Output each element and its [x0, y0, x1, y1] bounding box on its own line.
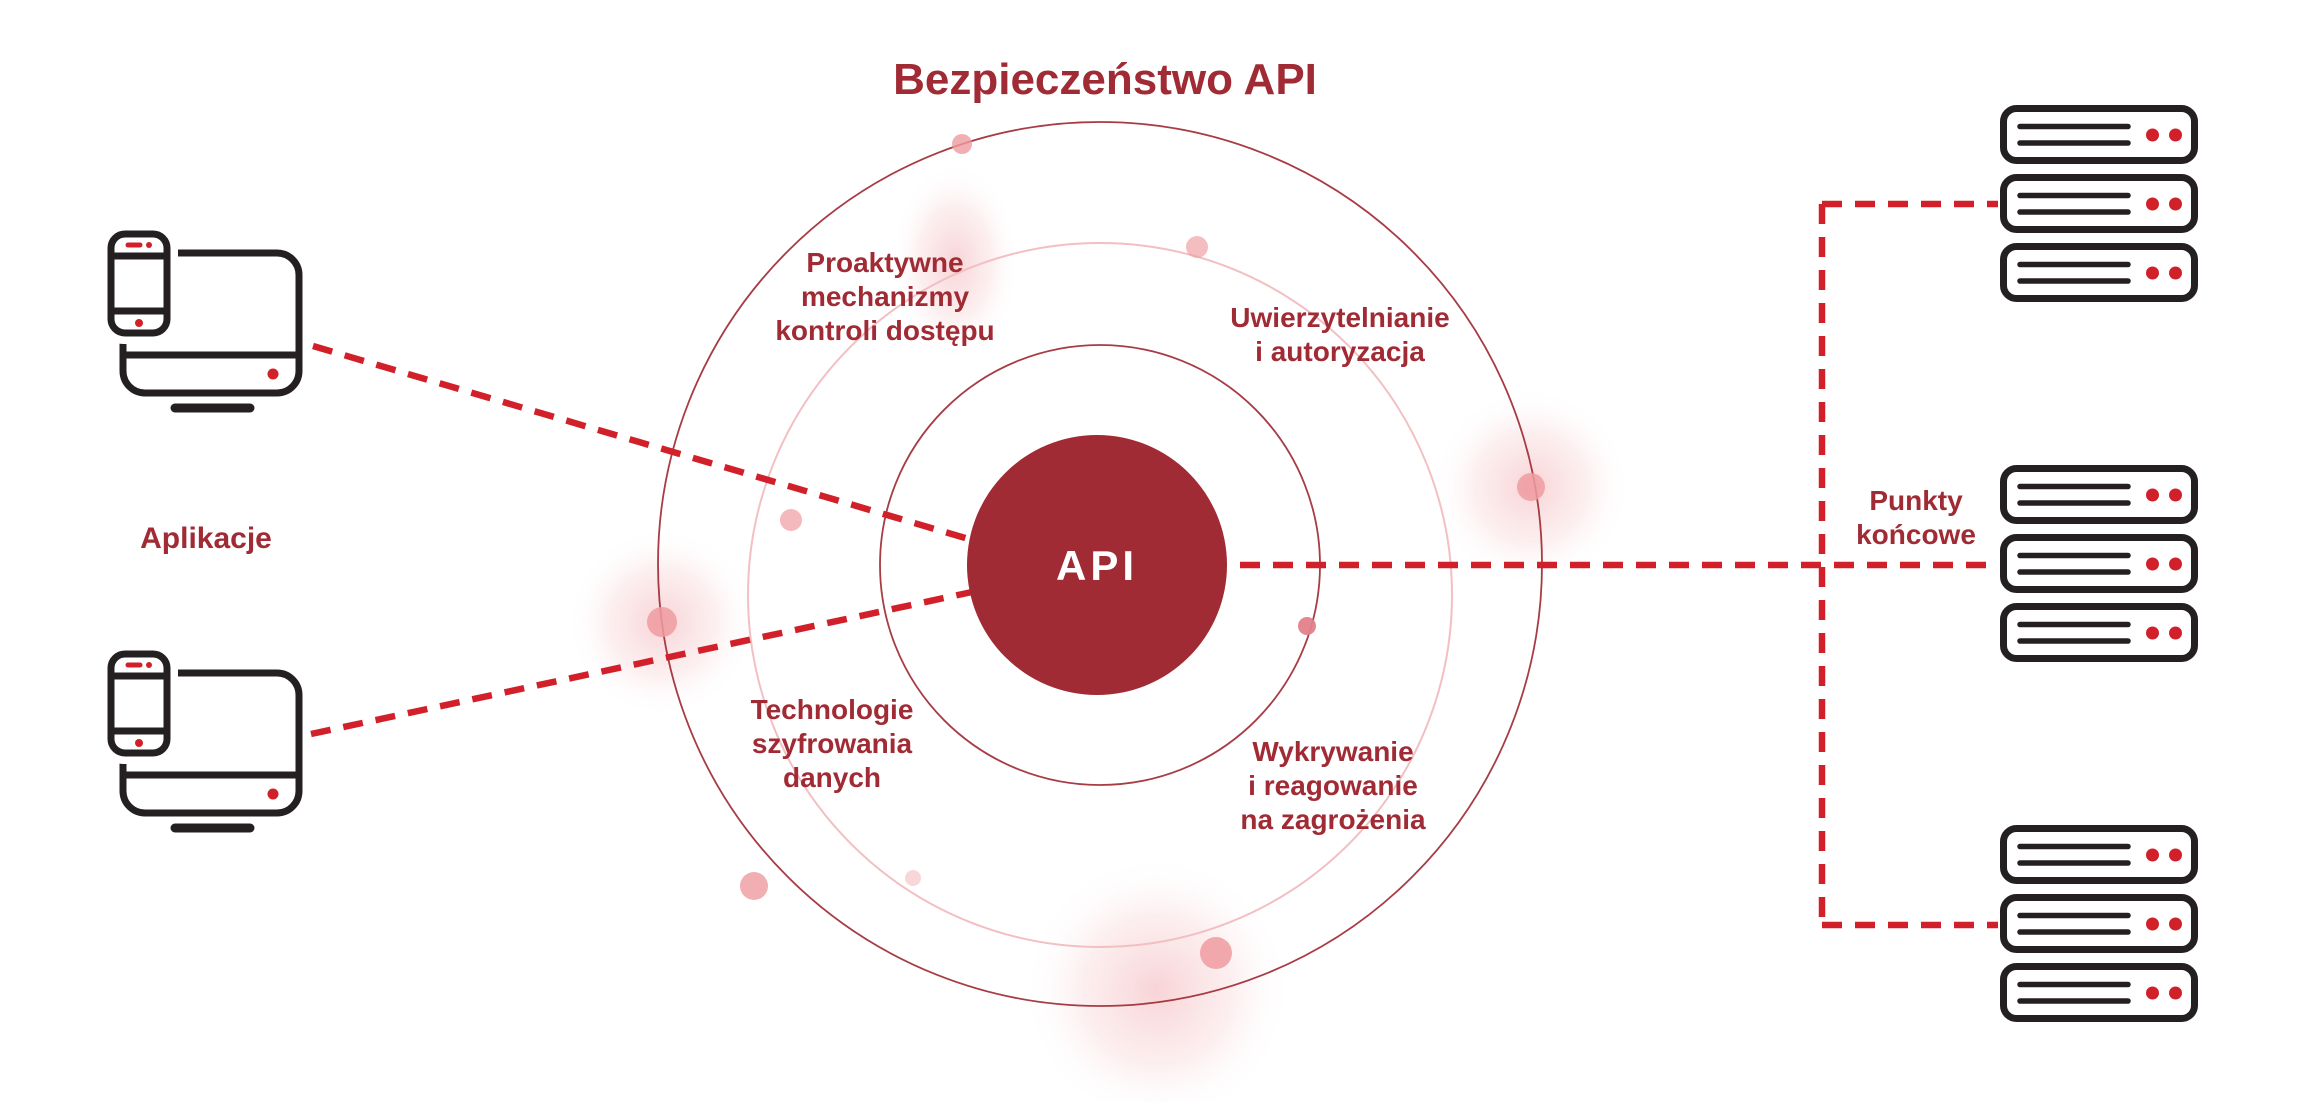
- decor-dot: [952, 134, 972, 154]
- server-stack-bottom: [2004, 829, 2195, 1019]
- server-icon: [2004, 247, 2195, 299]
- connector-app-bottom-to-api: [310, 588, 973, 738]
- decor-dot: [1517, 473, 1545, 501]
- connectors: [310, 200, 1998, 929]
- server-icon: [2004, 109, 2195, 161]
- server-stack-top: [2004, 109, 2195, 299]
- server-icon: [2004, 967, 2195, 1019]
- connector-app-top-to-api: [312, 342, 973, 544]
- diagram-title: Bezpieczeństwo API: [893, 55, 1317, 104]
- server-icon: [2004, 898, 2195, 950]
- server-icon: [2004, 469, 2195, 521]
- glow-spot: [890, 162, 1020, 362]
- api-center-circle: [967, 435, 1227, 695]
- glow-spot: [1022, 855, 1292, 1102]
- ring-label-encryption: Technologie szyfrowania danych: [750, 694, 914, 793]
- decor-dot: [1186, 236, 1208, 258]
- decor-dots: [647, 134, 1545, 969]
- applications-label: Aplikacje: [140, 522, 272, 555]
- api-center-label: API: [1055, 542, 1139, 589]
- phone-and-monitor-icon: [108, 231, 299, 408]
- server-icon: [2004, 178, 2195, 230]
- server-icon: [2004, 538, 2195, 590]
- decor-dot: [740, 872, 768, 900]
- decor-dot: [905, 870, 921, 886]
- ring-label-threat-detection: Wykrywanie i reagowanie na zagrożenia: [1240, 736, 1426, 835]
- ring-label-authentication: Uwierzytelnianie i autoryzacja: [1230, 302, 1450, 367]
- server-icon: [2004, 829, 2195, 881]
- decor-dot: [1200, 937, 1232, 969]
- decor-dot: [1298, 617, 1316, 635]
- decor-dot: [780, 509, 802, 531]
- decor-dot: [647, 607, 677, 637]
- middle-ring: [747, 242, 1453, 948]
- server-stack-middle: [2004, 469, 2195, 659]
- phone-and-monitor-icon: [108, 651, 299, 828]
- ring-label-access-control: Proaktywne mechanizmy kontroli dostępu: [775, 247, 995, 346]
- server-icon: [2004, 607, 2195, 659]
- endpoints-label: Punkty końcowe: [1856, 485, 1976, 550]
